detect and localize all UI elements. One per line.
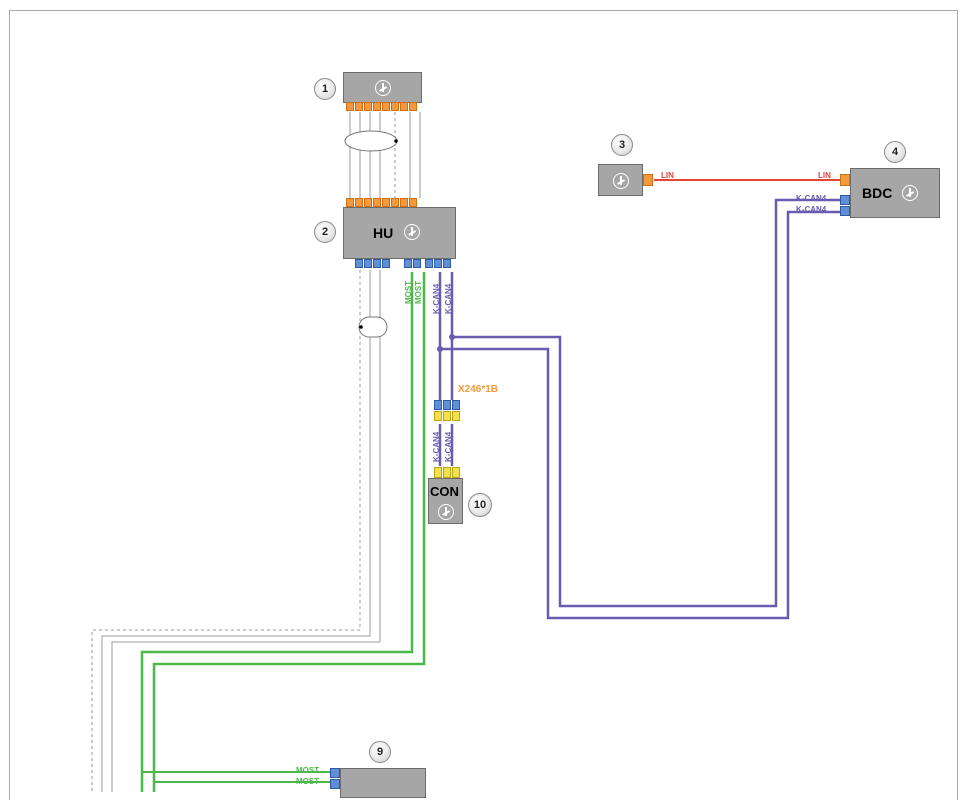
- hu-bottom-pins: [355, 259, 451, 268]
- bdc-label: BDC: [862, 185, 893, 201]
- shield-loop-hu: [358, 316, 388, 338]
- control-unit-icon: [404, 224, 420, 240]
- kcan4-label-bdc-2: K-CAN4: [796, 205, 827, 214]
- wires-1-to-hu: [349, 112, 421, 198]
- kcan4-label-2: K-CAN4: [444, 283, 453, 314]
- component-9[interactable]: [340, 768, 426, 798]
- connector-x246-label: X246*1B: [458, 384, 499, 395]
- component-3[interactable]: [598, 164, 643, 196]
- connector-x246-top: [434, 400, 460, 410]
- component-number-4: 4: [884, 141, 906, 163]
- control-unit-icon: [902, 185, 918, 201]
- most-to-9: [142, 771, 330, 783]
- most-label-9-1: MOST: [296, 766, 320, 775]
- component-number-2: 2: [314, 221, 336, 243]
- component-number-1: 1: [314, 78, 336, 100]
- most-wires: [140, 272, 426, 792]
- component-hu[interactable]: HU: [343, 207, 456, 259]
- component-9-pins: [330, 768, 340, 789]
- control-unit-icon: [375, 80, 391, 96]
- kcan4-label-bdc-1: K-CAN4: [796, 194, 827, 203]
- lin-label-3: LIN: [661, 171, 674, 180]
- component-number-3: 3: [611, 134, 633, 156]
- component-3-pins: [643, 174, 653, 186]
- component-1-pins: [346, 102, 417, 111]
- con-label: CON: [430, 484, 459, 499]
- bdc-kcan4-pins: [840, 195, 850, 216]
- hu-top-pins: [346, 198, 417, 207]
- con-pins: [434, 467, 460, 478]
- most-label-2: MOST: [414, 280, 423, 304]
- component-1[interactable]: [343, 72, 422, 103]
- component-number-10: 10: [468, 493, 492, 517]
- control-unit-icon: [613, 173, 629, 189]
- component-con[interactable]: CON: [428, 478, 463, 524]
- kcan4-label-4: K-CAN4: [444, 431, 453, 462]
- bdc-lin-pin: [840, 174, 850, 186]
- diagram-frame: [9, 10, 958, 800]
- component-number-9: 9: [369, 741, 391, 763]
- kcan4-label-3: K-CAN4: [432, 431, 441, 462]
- kcan4-label-1: K-CAN4: [432, 283, 441, 314]
- hu-grey-wires: [91, 270, 381, 792]
- component-bdc[interactable]: BDC: [850, 168, 940, 218]
- control-unit-icon: [438, 504, 454, 520]
- kcan4-wires: [438, 198, 842, 620]
- shield-loop-top: [344, 130, 398, 152]
- lin-label-4: LIN: [818, 171, 831, 180]
- most-label-9-2: MOST: [296, 777, 320, 786]
- connector-x246-bottom: [434, 411, 460, 421]
- hu-label: HU: [373, 225, 394, 241]
- most-label-1: MOST: [404, 280, 413, 304]
